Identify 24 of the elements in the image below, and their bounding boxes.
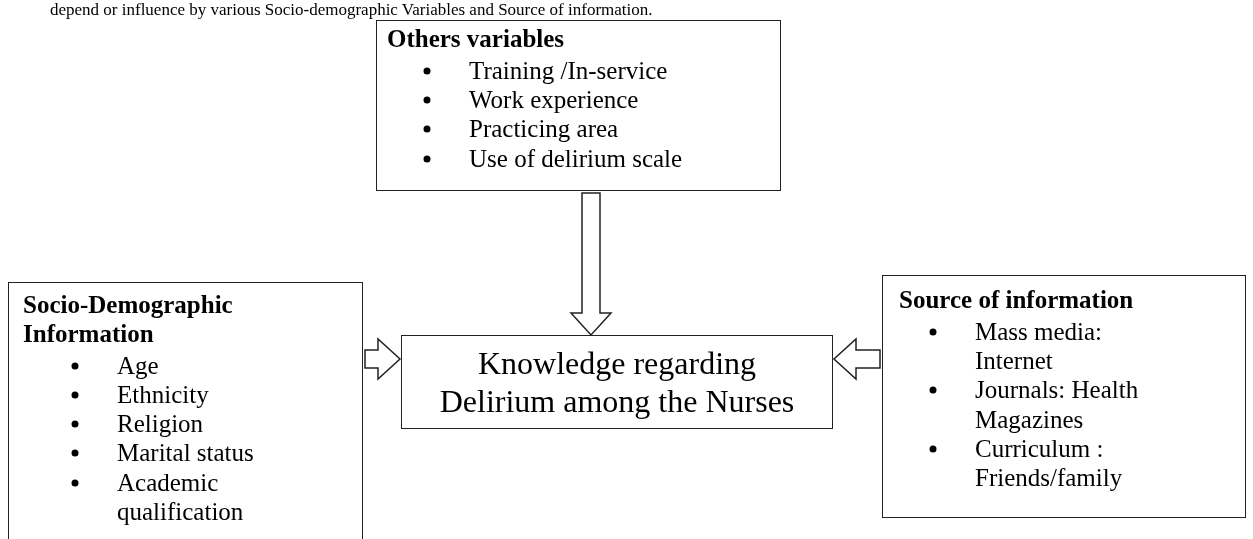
variable-box: [8, 282, 363, 539]
bullet-item: Training /In-service: [469, 56, 668, 84]
bullet-item: Mass media: Internet: [975, 317, 1103, 374]
bullet-item: Academic qualification: [117, 468, 244, 525]
bullet-item: Age: [117, 351, 159, 379]
block-arrow: [569, 192, 613, 337]
cut-off-sentence: depend or influence by various Socio-demographic Variables and Source of information.: [50, 1, 653, 18]
bullet-item: Practicing area: [469, 115, 619, 143]
concept-text: Knowledge regarding Delirium among the Nurses: [438, 343, 796, 421]
bullet-item: Work experience: [469, 86, 639, 113]
block-arrow: [832, 337, 881, 381]
bullet-item: Marital status: [117, 439, 254, 467]
box-heading: Socio-Demographic Information: [23, 291, 234, 349]
bullet-item: Use of delirium scale: [469, 144, 683, 172]
bullet-item: Journals: Health Magazines: [975, 376, 1139, 433]
central-concept-box: [401, 335, 833, 429]
box-heading: Source of information: [899, 286, 1135, 315]
bullet-item: Ethnicity: [117, 380, 209, 408]
box-heading: Others variables: [387, 25, 566, 54]
bullet-item: Religion: [117, 410, 204, 437]
variable-box: [376, 20, 781, 191]
variable-box: [882, 275, 1246, 518]
block-arrow: [364, 337, 402, 381]
bullet-item: Curriculum : Friends/family: [975, 434, 1123, 491]
